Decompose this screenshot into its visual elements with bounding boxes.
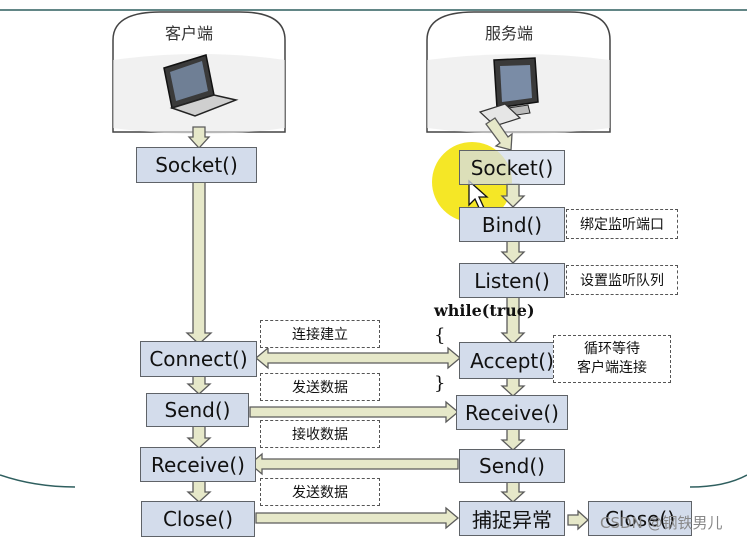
arrow-server-accept-to-receive (500, 377, 526, 397)
message-send-label: 发送数据 (260, 373, 380, 401)
arrow-server-send-to-catch (500, 481, 526, 503)
server-listen-box: Listen() (459, 263, 565, 298)
message-receive-label: 接收数据 (260, 420, 380, 448)
listen-note: 设置监听队列 (566, 265, 678, 295)
client-connect-box: Connect() (140, 341, 257, 377)
arrow-send-to-receive (249, 400, 460, 424)
server-title: 服务端 (485, 24, 534, 43)
watermark: CSDN @钢铁男儿 (600, 514, 723, 532)
arrow-client-connect-to-send (186, 375, 212, 395)
client-socket-box: Socket() (136, 147, 257, 183)
client-title: 客户端 (165, 24, 214, 43)
frame-left-curve (0, 474, 76, 488)
server-receive-box: Receive() (456, 395, 568, 430)
arrow-client-header-to-socket (187, 126, 211, 149)
message-arrows (248, 346, 462, 530)
computer-icon (478, 57, 539, 127)
arrow-server-receive-to-send (500, 428, 526, 451)
arrow-client-send-to-receive (186, 425, 212, 449)
arrow-connect-bidirectional (254, 346, 462, 370)
server-socket-box: Socket() (459, 150, 565, 185)
arrow-close-to-catch (255, 506, 460, 530)
server-flow-arrows (485, 117, 589, 531)
server-accept-box: Accept() (459, 342, 565, 379)
message-send2-label: 发送数据 (260, 478, 380, 506)
arrow-server-catch-to-close (567, 509, 589, 531)
arrow-server-listen-to-accept (500, 296, 526, 345)
arrow-client-receive-to-close (186, 480, 212, 503)
arrow-server-bind-to-listen (500, 240, 526, 264)
message-connect-label: 连接建立 (260, 320, 380, 348)
arrow-send-to-receive-client (248, 452, 459, 476)
accept-note: 循环等待 客户端连接 (553, 335, 671, 383)
server-send-box: Send() (459, 449, 565, 483)
client-close-box: Close() (141, 501, 255, 537)
server-bind-box: Bind() (459, 207, 565, 242)
accept-note-line2: 客户端连接 (577, 360, 647, 376)
server-catch-exception-box: 捕捉异常 (459, 501, 565, 536)
client-receive-box: Receive() (140, 447, 256, 482)
client-send-box: Send() (146, 393, 249, 427)
laptop-icon (163, 54, 239, 117)
client-flow-arrows (185, 126, 213, 503)
loop-open-brace: { (434, 325, 446, 346)
loop-close-brace: } (434, 373, 446, 394)
arrow-server-header-to-socket (485, 117, 513, 151)
accept-note-line1: 循环等待 (584, 341, 640, 357)
bind-note: 绑定监听端口 (566, 209, 678, 239)
while-loop-label: while(true) (434, 301, 535, 320)
arrow-client-socket-to-connect (185, 181, 213, 345)
arrow-server-socket-to-bind (500, 183, 526, 208)
frame-right-curve (689, 474, 747, 488)
server-close-box: Close() (588, 501, 692, 536)
